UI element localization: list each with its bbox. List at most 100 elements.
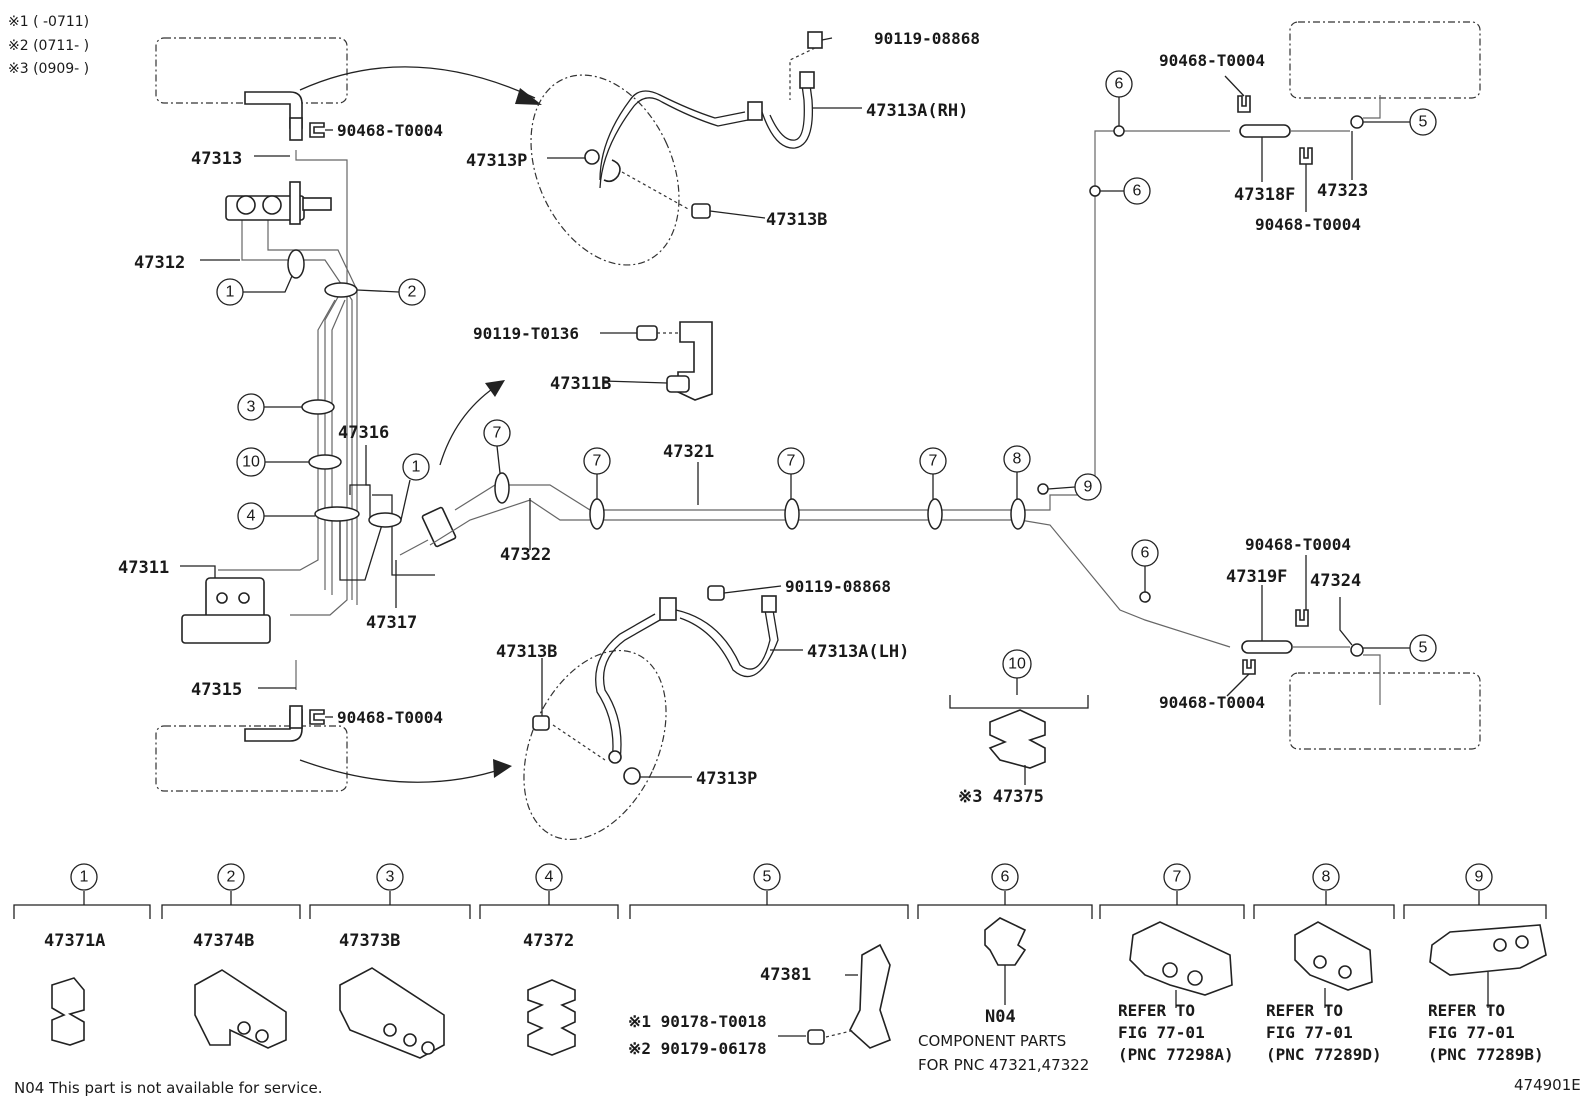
clamp-4 [314,506,360,522]
legend-9-line3: (PNC 77289B) [1428,1045,1544,1064]
label-90468-right-low: 90468-T0004 [1245,535,1351,554]
label-47323: 47323 [1317,181,1368,201]
legend-desc-2: FOR PNC 47321,47322 [918,1056,1089,1074]
note-1: ※1 ( -0711) [8,14,89,30]
legend-part-47373B: 47373B [339,931,400,951]
svg-text:7: 7 [787,453,796,470]
svg-text:7: 7 [1173,869,1182,886]
label-47313: 47313 [191,149,242,169]
legend-part-47381: 47381 [760,965,811,985]
label-90468-right-top: 90468-T0004 [1159,51,1265,70]
label-47311: 47311 [118,558,169,578]
clip-90468-rl [1295,609,1309,627]
svg-text:6: 6 [1001,869,1010,886]
callout-7-a: 7 [483,419,511,447]
clamp-1-mid [368,512,402,528]
label-47312: 47312 [134,253,185,273]
callout-6-c: 6 [1131,539,1159,567]
legend-item-5: 5 47381 ※1 90178-T0018 ※2 90179-06178 [628,863,891,1058]
svg-text:3: 3 [386,869,395,886]
clamp-6-c [1139,591,1151,603]
svg-text:10: 10 [1008,656,1026,673]
main-rear-pipes [1019,130,1231,648]
bracket-47311B [636,321,713,401]
legend-7-line1: REFER TO [1118,1001,1195,1020]
arrow-to-lh [299,759,506,783]
callout-7-c: 7 [777,447,805,475]
legend: 1 47371A 2 47374B 3 47373B 4 47372 [13,863,1547,1074]
svg-text:5: 5 [1419,640,1428,657]
proportioning-valve [181,577,271,644]
label-47313B-bot: 47313B [496,642,557,662]
label-90468-top-left: 90468-T0004 [337,121,443,140]
callout-7-b: 7 [583,447,611,475]
clip-90468-lt [309,122,325,138]
rh-hose-assembly [530,31,823,266]
clamp-3 [301,399,335,415]
callout-8-a: 8 [1003,445,1031,473]
legend-desc-1: COMPONENT PARTS [918,1032,1066,1050]
svg-text:1: 1 [80,869,89,886]
arrowhead-lh [493,759,512,778]
callout-circles: 1 2 3 10 4 1 7 7 7 7 8 9 6 6 5 6 5 10 [216,70,1437,679]
clamp-6-a [1113,125,1125,137]
callout-10-b: 10 [1002,649,1032,679]
note-3: ※3 (0909- ) [8,61,89,77]
svg-text:9: 9 [1475,869,1484,886]
legend-part-47372: 47372 [523,931,574,951]
detail-box-bottom-right [1289,672,1481,750]
callout-7-d: 7 [919,447,947,475]
svg-text:6: 6 [1133,183,1142,200]
legend-item-6: 6 N04 COMPONENT PARTS FOR PNC 47321,4732… [918,863,1089,1074]
clamp-9 [1037,483,1049,495]
label-47317: 47317 [366,613,417,633]
label-90468-right-bot: 90468-T0004 [1159,693,1265,712]
callout-5-a: 5 [1409,108,1437,136]
label-90119-T0136: 90119-T0136 [473,324,579,343]
clamp-7-a [494,472,510,504]
clamp-7-d [927,498,943,530]
clamp-2 [324,282,358,298]
leader-lines [180,37,1410,785]
callout-1-a: 1 [216,278,244,306]
svg-text:1: 1 [226,284,235,301]
legend-8-line1: REFER TO [1266,1001,1343,1020]
label-47375: ※3 47375 [958,787,1044,807]
lh-hose-assembly [523,585,779,841]
label-90119-08868-top: 90119-08868 [874,29,980,48]
legend-item-4: 4 47372 [523,863,576,1056]
label-47321: 47321 [663,442,714,462]
clamp-7-c [784,498,800,530]
label-47313P-bot: 47313P [696,769,757,789]
label-47319F: 47319F [1226,567,1287,587]
svg-text:8: 8 [1013,451,1022,468]
legend-sub-1: ※1 90178-T0018 [628,1012,767,1031]
clamp-10 [308,454,342,470]
legend-part-47371A: 47371A [44,931,105,951]
legend-item-7: 7 REFER TO FIG 77-01 (PNC 77298A) [1118,863,1234,1064]
label-90119-08868-bot: 90119-08868 [785,577,891,596]
label-47313P-top: 47313P [466,151,527,171]
svg-text:2: 2 [408,284,417,301]
label-90468-bottom-left: 90468-T0004 [337,708,443,727]
legend-9-line1: REFER TO [1428,1001,1505,1020]
svg-text:10: 10 [242,454,260,471]
arrow-to-rh [299,66,536,99]
legend-item-9: 9 REFER TO FIG 77-01 (PNC 77289B) [1428,863,1547,1064]
arrowhead-47311B [485,380,505,397]
svg-text:5: 5 [1419,114,1428,131]
legend-8-line3: (PNC 77289D) [1266,1045,1382,1064]
legend-sub-2: ※2 90179-06178 [628,1039,767,1058]
clip-90468-rb [1242,659,1256,675]
fitting-47313 [289,117,303,141]
detail-box-bottom-left [155,725,348,792]
clamp-6-b [1089,185,1101,197]
clip-90468-rt [1237,95,1251,113]
callout-10-a: 10 [236,447,266,477]
legend-item-8: 8 REFER TO FIG 77-01 (PNC 77289D) [1266,863,1382,1064]
clip-90468-rm [1299,147,1313,165]
callout-6-b: 6 [1123,177,1151,205]
legend-9-line2: FIG 77-01 [1428,1023,1515,1042]
figure-code: 474901E [1514,1076,1581,1094]
svg-text:7: 7 [593,453,602,470]
